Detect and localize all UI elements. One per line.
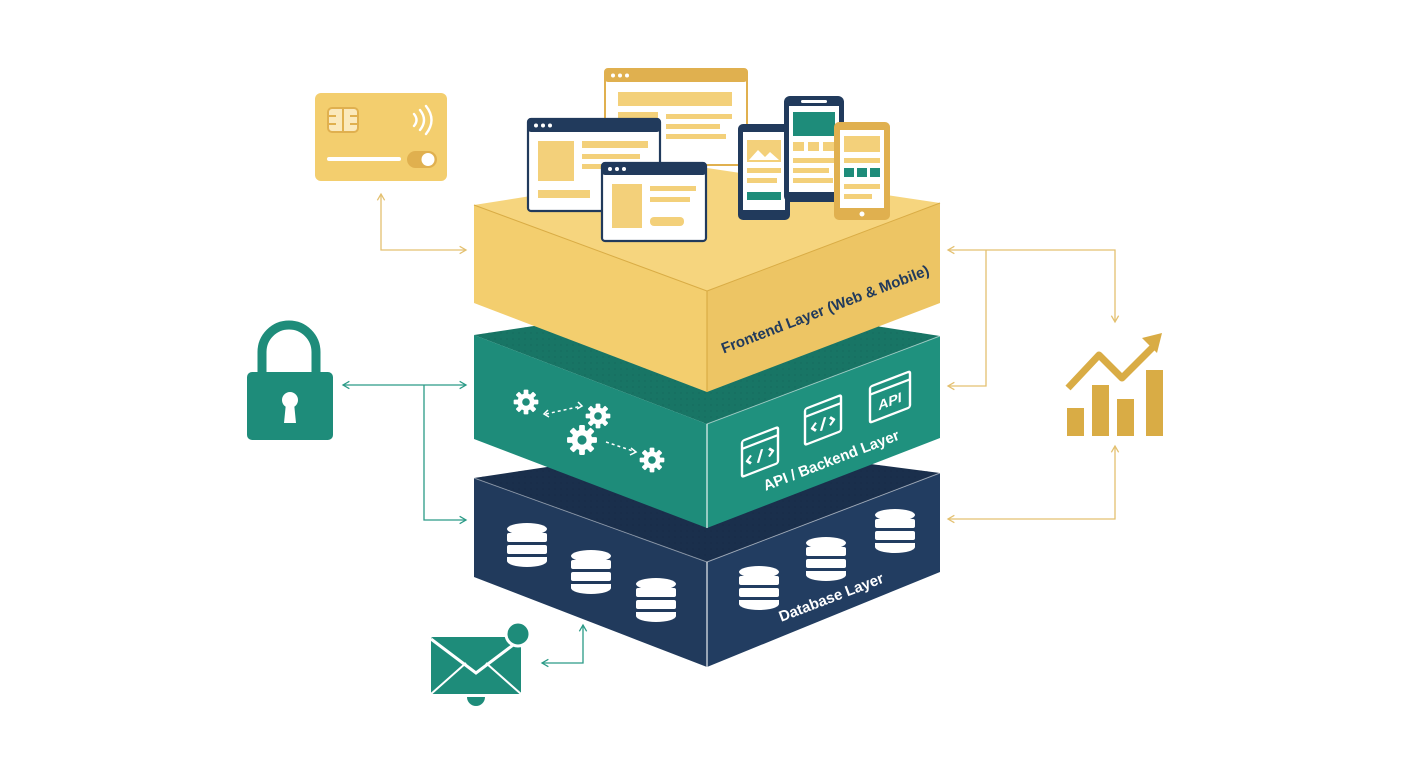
connector-database-analytics: [946, 444, 1120, 524]
credit-card-icon: [315, 93, 447, 181]
connector-email-database: [540, 623, 588, 668]
browser-window-icon: [526, 68, 748, 243]
code-window-icon: [740, 394, 843, 478]
tablet-icon: [834, 122, 890, 220]
gear-flow-arrows: [542, 401, 638, 456]
connector-payment-frontend: [376, 192, 468, 255]
smartphone-icon: [738, 96, 844, 220]
padlock-icon: [247, 320, 333, 440]
growth-chart-icon: [1065, 333, 1163, 436]
connector-security-layers: [341, 380, 468, 525]
connector-frontend-analytics: [946, 245, 1120, 391]
email-notification-icon: [430, 620, 532, 706]
